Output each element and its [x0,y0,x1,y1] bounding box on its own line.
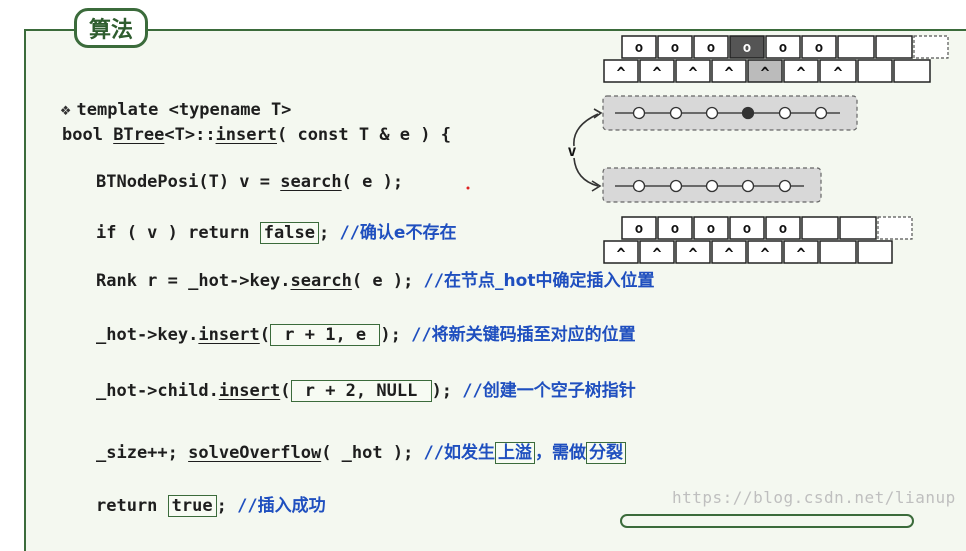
comment-text: 在节点_hot中确定插入位置 [444,271,655,291]
pointer-dot [466,186,470,190]
pointer-glyph: ^ [796,245,805,263]
code-boxed-value: false [259,222,319,244]
code-line-return: return true; //插入成功 [96,495,326,517]
pointer-glyph: ^ [688,245,697,263]
code-text: ); [431,381,463,401]
code-method-name: insert [215,125,277,145]
code-line-rank: Rank r = _hot->key.search( e ); //在节点_ho… [96,270,654,292]
code-class-name: BTree [113,125,165,145]
pointer-glyph: ^ [796,64,805,82]
v-label: v [567,142,576,160]
pointer-glyph: ^ [724,245,733,263]
code-line-child-insert: _hot->child.insert( r + 2, NULL ); //创建一… [96,380,636,402]
code-text: ( _hot ); [321,443,424,463]
key-glyph-highlighted: o [743,40,751,56]
comment-boxed-term: 分裂 [586,442,627,464]
pointer-glyph: ^ [688,64,697,82]
code-text: template <typename T> [76,100,292,120]
comment-slashes: // [462,381,483,401]
pointer-glyph: ^ [760,64,769,82]
comment-slashes: // [339,223,360,243]
code-text: ( [280,381,291,401]
key-glyph: o [743,221,751,237]
code-text: <T>:: [164,125,216,145]
bottom-tab-decoration [620,514,914,528]
code-text: return [96,496,168,516]
code-text: ( e ); [341,172,404,192]
code-text: ); [380,325,412,345]
code-keyword: bool [62,125,114,145]
pointer-glyph: ^ [760,245,769,263]
bottom-pointer-row: ^ ^ ^ ^ ^ ^ [603,240,893,264]
comment-text: 插入成功 [257,496,326,516]
bullet-diamond-icon: ❖ [60,100,71,120]
code-text: _size++; [96,443,189,463]
comment-text: 确认e不存在 [359,223,457,243]
top-pointer-row: ^ ^ ^ ^ ^ ^ ^ [603,59,931,83]
code-text: ( [259,325,271,345]
pointer-glyph: ^ [652,245,661,263]
highlighted-pointer-cell [747,59,783,83]
algorithm-title-badge: 算法 [74,8,148,48]
key-glyph: o [779,40,787,56]
key-glyph: o [779,221,787,237]
code-text: if ( v ) return [96,223,260,243]
new-key-dot [741,106,755,120]
code-line-key-insert: _hot->key.insert( r + 1, e ); //将新关键码插至对… [96,324,636,346]
key-glyph: o [671,221,679,237]
comment-slashes: // [423,443,445,463]
code-text: _hot->child. [96,381,219,401]
code-text: ; [216,496,238,516]
code-text: BTNodePosi(T) v = [96,172,281,192]
comment-boxed-term: 上溢 [495,442,536,464]
key-glyph: o [635,221,643,237]
code-method-name: solveOverflow [188,443,322,463]
highlighted-key-cell [729,35,765,59]
comment-text: 将新关键码插至对应的位置 [431,325,636,345]
code-line-template: ❖template <typename T> [40,77,291,121]
code-method-name: insert [218,381,281,401]
code-text: ( e ); [351,271,424,291]
code-text: _hot->key. [96,325,199,345]
code-text: ; [318,223,340,243]
pointer-glyph: ^ [652,64,661,82]
comment-text: 创建一个空子树指针 [482,381,636,401]
code-method-name: insert [198,325,260,345]
key-glyph: o [707,40,715,56]
code-boxed-value: true [167,495,217,517]
pointer-glyph: ^ [724,64,733,82]
code-boxed-args: r + 1, e [270,324,381,346]
pointer-glyph: ^ [616,245,625,263]
code-boxed-args: r + 2, NULL [290,380,432,402]
key-glyph: o [707,221,715,237]
comment-slashes: // [411,325,432,345]
comment-text: ，需做 [535,443,587,463]
comment-slashes: // [423,271,445,291]
key-glyph: o [671,40,679,56]
comment-slashes: // [237,496,258,516]
bottom-key-row: o o o o o [621,216,913,240]
pointer-glyph: ^ [833,64,842,82]
code-text: ( const T & e ) { [276,125,451,145]
btree-node-diagram: o o o o o o ^ ^ ^ ^ ^ ^ ^ [466,35,949,264]
code-line-search: BTNodePosi(T) v = search( e ); [96,171,403,193]
code-line-if-v: if ( v ) return false; //确认e不存在 [96,222,456,244]
node-after-search [602,167,822,203]
search-arrow: v [567,108,603,192]
code-method-name: search [290,271,352,291]
code-line-signature: bool BTree<T>::insert( const T & e ) { [62,124,451,146]
comment-text: 如发生 [444,443,496,463]
pointer-glyph: ^ [616,64,625,82]
code-line-overflow: _size++; solveOverflow( _hot ); //如发生上溢，… [96,442,627,464]
node-before-insert [602,95,858,131]
watermark-url: https://blog.csdn.net/lianup [672,488,956,507]
code-text: Rank r = _hot->key. [96,271,291,291]
key-glyph: o [815,40,823,56]
key-glyph: o [635,40,643,56]
top-key-row: o o o o o o [621,35,949,59]
code-method-name: search [280,172,342,192]
